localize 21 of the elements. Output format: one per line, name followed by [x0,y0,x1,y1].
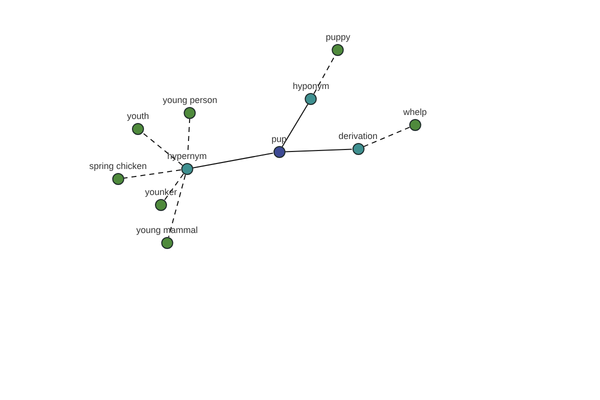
dashed-line [142,132,183,166]
connector-line [284,148,352,152]
connector-line [282,104,308,148]
dashed-line [164,173,184,201]
dashed-line [363,126,410,148]
connector-line [192,152,274,168]
node-label: young mammal [136,225,198,236]
node-label: younker [144,187,178,198]
node-label: young person [162,95,218,106]
node-label: hyponym [292,81,330,92]
node-label: pup [271,134,287,145]
node-label: youth [126,111,150,122]
node-label: puppy [326,32,350,43]
node-label: hypernym [167,151,207,162]
dashed-line [124,169,182,179]
dashed-line [313,54,336,94]
node-label: derivation [338,131,378,142]
dashed-line [168,174,186,238]
node-label: spring chicken [89,161,147,172]
node-label: whelp [403,107,427,118]
dashed-line [188,118,190,150]
